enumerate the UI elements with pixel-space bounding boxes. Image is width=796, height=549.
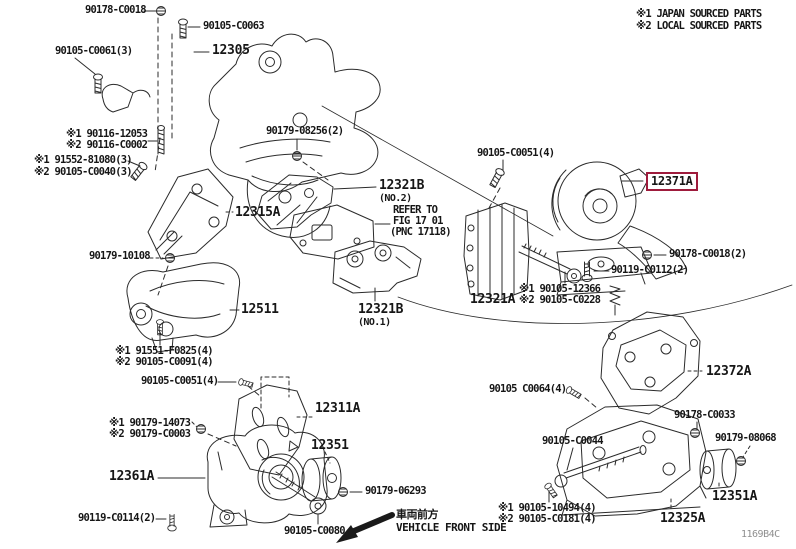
callout-12351: 12351 (311, 438, 349, 453)
callout-12321b-no2-sub: (NO.2) (379, 193, 412, 204)
callout-12325a: 12325A (660, 511, 706, 526)
part-12321b-no2-drawing (256, 174, 334, 230)
vehicle-front-label: 車両前方 VEHICLE FRONT SIDE (396, 508, 507, 534)
callout-90178-c0018-2: 90178-C0018(2) (669, 248, 747, 260)
callout-90179-06293: 90179-06293 (365, 485, 427, 497)
figure-code: 1169B4C (741, 529, 780, 540)
long-bolt-icon (518, 243, 582, 284)
part-12325a-drawing (556, 404, 707, 517)
vehicle-front-arrow-icon (336, 512, 395, 543)
callout-90179-08068: 90179-08068 (715, 432, 777, 444)
callout-90105-c0040: ※2 90105-C0040(3) (34, 166, 133, 178)
callout-12361a: 12361A (109, 469, 155, 484)
long-bolt-icon (271, 471, 327, 515)
callout-90116-c0002: ※2 90116-C0002 (66, 139, 148, 151)
callout-90178-c0033: 90178-C0033 (674, 409, 736, 421)
legend-japan-sourced: ※1 JAPAN SOURCED PARTS (636, 8, 762, 20)
part-12361a-drawing (206, 424, 328, 528)
nut-icon (642, 250, 652, 260)
part-12371a-drawing (551, 161, 687, 316)
bolt-icons (93, 6, 746, 532)
bolt-icon (564, 385, 583, 400)
callout-12351a: 12351A (712, 489, 758, 504)
bolt-icon (93, 73, 103, 94)
part-12321a-drawing (463, 202, 530, 301)
part-12311a-drawing (233, 384, 308, 476)
callout-12321b-no1-sub: (NO.1) (358, 317, 391, 328)
callout-12372a: 12372A (706, 364, 752, 379)
callout-12371a[interactable]: 12371A (646, 172, 698, 191)
leader-lines (74, 10, 698, 525)
part-pnc17118-drawing (289, 204, 375, 260)
callout-91551-f0825: ※1 91551-F0825(4) (115, 345, 214, 357)
nut-icon (690, 428, 700, 438)
nut-icon (292, 151, 302, 161)
nut-icon (156, 6, 166, 16)
nut-icon (196, 424, 206, 434)
callout-90105-c0051-left: 90105-C0051(4) (141, 375, 219, 387)
callout-12315a: 12315A (235, 205, 281, 220)
callout-90105-c0044: 90105-C0044 (542, 435, 604, 447)
callout-90105-c0063: 90105-C0063 (203, 20, 265, 32)
part-12351-bushing-drawing (301, 456, 342, 502)
reference-lines (321, 105, 793, 324)
callout-12311a: 12311A (315, 401, 361, 416)
callout-12511: 12511 (241, 302, 279, 317)
bolt-icon (237, 377, 254, 389)
callout-90119-c0114: 90119-C0114(2) (78, 512, 156, 524)
vehicle-front-label-en: VEHICLE FRONT SIDE (396, 521, 507, 534)
callout-90105-c0091: ※2 90105-C0091(4) (115, 356, 214, 368)
callout-refer-line2: FIG 17 01 (393, 215, 443, 227)
callout-90179-08256: 90179-08256(2) (266, 125, 344, 137)
bolt-icon (581, 261, 593, 282)
callout-90105-c0061: 90105-C0061(3) (55, 45, 133, 57)
part-12315a-drawing (147, 168, 234, 260)
callout-12321b-no1: 12321B (358, 302, 404, 317)
nut-icon (736, 456, 746, 466)
part-12372a-drawing (600, 311, 701, 415)
callout-12321a: 12321A (470, 292, 516, 307)
callout-90119-c0112: 90119-C0112(2) (611, 264, 689, 276)
callout-90116-12053: ※1 90116-12053 (66, 128, 148, 140)
vehicle-front-label-jp: 車両前方 (396, 508, 439, 521)
callout-90178-c0018: 90178-C0018 (85, 4, 147, 16)
callout-12305: 12305 (212, 43, 250, 58)
construction-dashed-lines (154, 17, 598, 447)
callout-90179-10108: 90179-10108 (89, 250, 151, 262)
callout-refer-line1: REFER TO (393, 204, 438, 216)
callout-90179-c0003: ※2 90179-C0003 (109, 428, 191, 440)
bolt-icon (167, 513, 177, 532)
callout-12321b-no2: 12321B (379, 178, 425, 193)
callout-90105-c0228: ※2 90105-C0228 (519, 294, 601, 306)
part-12305-drawing (101, 33, 381, 238)
nut-icon (338, 487, 348, 497)
sourcing-legend: ※1 JAPAN SOURCED PARTS ※2 LOCAL SOURCED … (636, 8, 762, 32)
part-12321b-no1-drawing (332, 240, 422, 294)
dotted-leader-lines (149, 211, 751, 512)
callout-refer-line3: (PNC 17118) (390, 226, 452, 238)
callout-91552-81080: ※1 91552-81080(3) (34, 154, 133, 166)
long-bolt-icon (554, 445, 647, 488)
stud-icon (157, 125, 165, 155)
bolt-icon (129, 160, 149, 182)
callout-90105-12366: ※1 90105-12366 (519, 283, 601, 295)
callout-90105-c0080: 90105-C0080 (284, 525, 346, 537)
callout-90105-c0181: ※2 90105-C0181(4) (498, 513, 597, 525)
callout-90105-c0051-right: 90105-C0051(4) (477, 147, 555, 159)
part-12511-drawing (126, 262, 241, 353)
callout-90105-c0064: 90105 C0064(4) (489, 383, 567, 395)
callout-90179-14073: ※1 90179-14073 (109, 417, 191, 429)
nut-icon (165, 253, 175, 263)
part-12351a-bushing-drawing (699, 448, 737, 490)
legend-local-sourced: ※2 LOCAL SOURCED PARTS (636, 20, 762, 32)
bolt-icon (178, 18, 188, 39)
callout-90105-10494: ※1 90105-10494(4) (498, 502, 597, 514)
